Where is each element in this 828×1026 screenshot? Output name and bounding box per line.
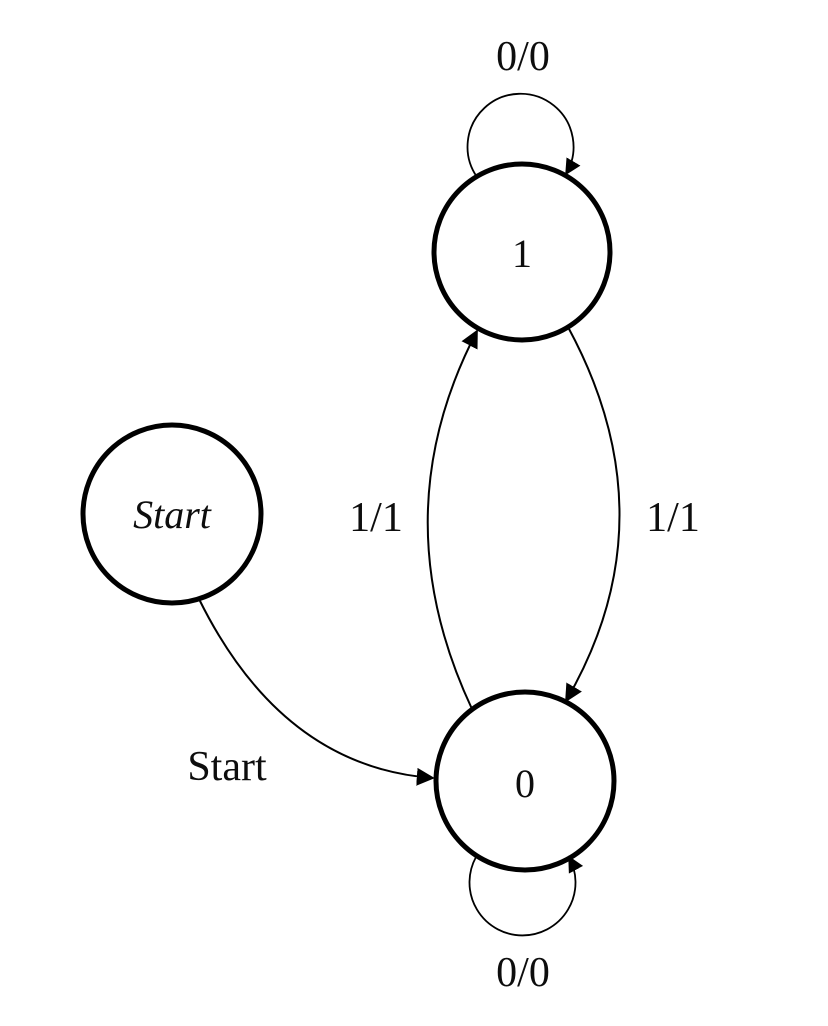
- node-state-1: [431, 161, 613, 343]
- edge-label-state-1-to-state-0: 1/1: [646, 495, 700, 541]
- edge-self-loop-state-0: [468, 855, 584, 937]
- edge-label-state-0-to-state-1: 1/1: [349, 495, 403, 541]
- node-start: [80, 422, 264, 606]
- node-state-0: [433, 689, 617, 873]
- node-state-1-label: 1: [512, 231, 532, 276]
- edge-state-0-to-state-1: [426, 329, 478, 710]
- edge-label-start-to-state-0: Start: [187, 744, 267, 790]
- edge-start-to-state-0: [198, 598, 435, 786]
- node-start-label: Start: [133, 492, 212, 537]
- node-state-0-label: 0: [515, 761, 535, 806]
- edge-label-self-loop-state-1: 0/0: [496, 34, 550, 80]
- edge-self-loop-state-1: [466, 92, 581, 178]
- edge-label-self-loop-state-0: 0/0: [496, 950, 550, 996]
- edge-state-1-to-state-0: [565, 326, 621, 703]
